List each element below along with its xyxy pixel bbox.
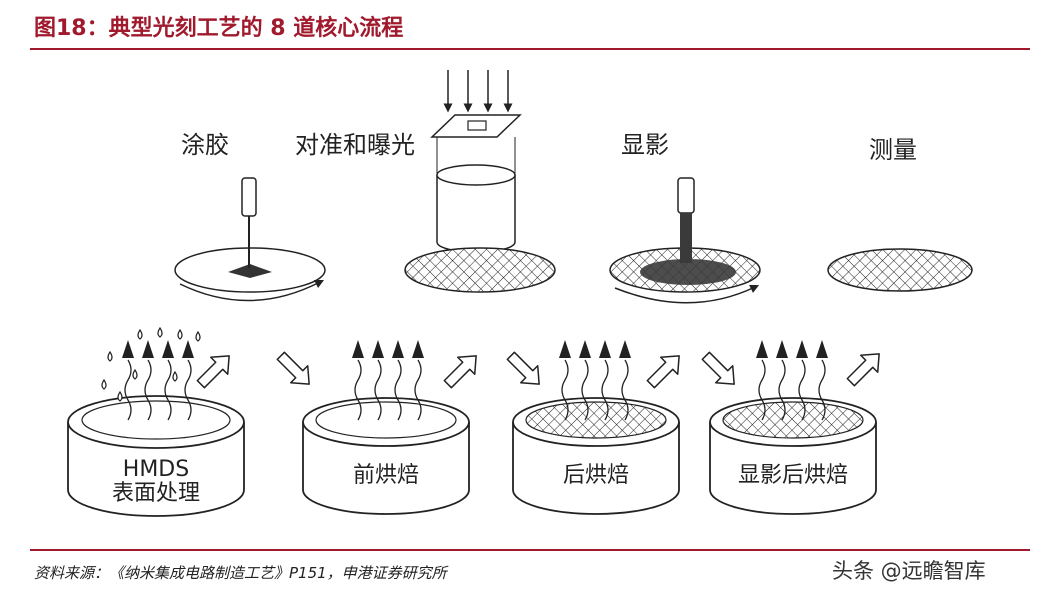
light-arrows xyxy=(443,70,513,113)
postbake-label: 后烘焙 xyxy=(563,463,629,488)
title-divider xyxy=(30,48,1030,50)
figure-title: 图18：典型光刻工艺的 8 道核心流程 xyxy=(34,16,404,41)
hmds-vapor-drops xyxy=(101,326,201,402)
hmds-label: HMDS xyxy=(123,457,189,482)
measure-wafer xyxy=(827,248,973,292)
prebake-label: 前烘焙 xyxy=(353,463,419,488)
hotplate-hmds xyxy=(67,395,245,517)
source-note: 资料来源：《纳米集成电路制造工艺》P151，申港证券研究所 xyxy=(34,564,447,582)
dispense-nozzle xyxy=(241,177,257,268)
step-label-align-expose: 对准和曝光 xyxy=(295,131,415,159)
steam-arrows xyxy=(122,340,828,358)
develop-wafer xyxy=(609,247,761,304)
projection-lens xyxy=(436,137,516,269)
hotplate-prebake xyxy=(302,397,470,515)
heat-steam xyxy=(124,359,826,421)
developer-nozzle xyxy=(677,177,695,263)
surface-treatment-label: 表面处理 xyxy=(112,481,200,506)
step-label-measure: 测量 xyxy=(869,136,917,164)
coating-wafer xyxy=(174,247,326,302)
step-label-develop: 显影 xyxy=(621,131,669,159)
hotplate-hardbake xyxy=(709,397,877,515)
watermark: 头条 @远瞻智库 xyxy=(832,559,986,583)
step-label-coating: 涂胶 xyxy=(181,131,229,159)
exposure-wafer xyxy=(404,247,556,293)
hardbake-label: 显影后烘焙 xyxy=(738,463,848,488)
source-divider xyxy=(30,549,1030,551)
flow-arrows xyxy=(196,351,880,389)
photomask xyxy=(430,114,522,138)
hotplate-postbake xyxy=(512,397,680,515)
